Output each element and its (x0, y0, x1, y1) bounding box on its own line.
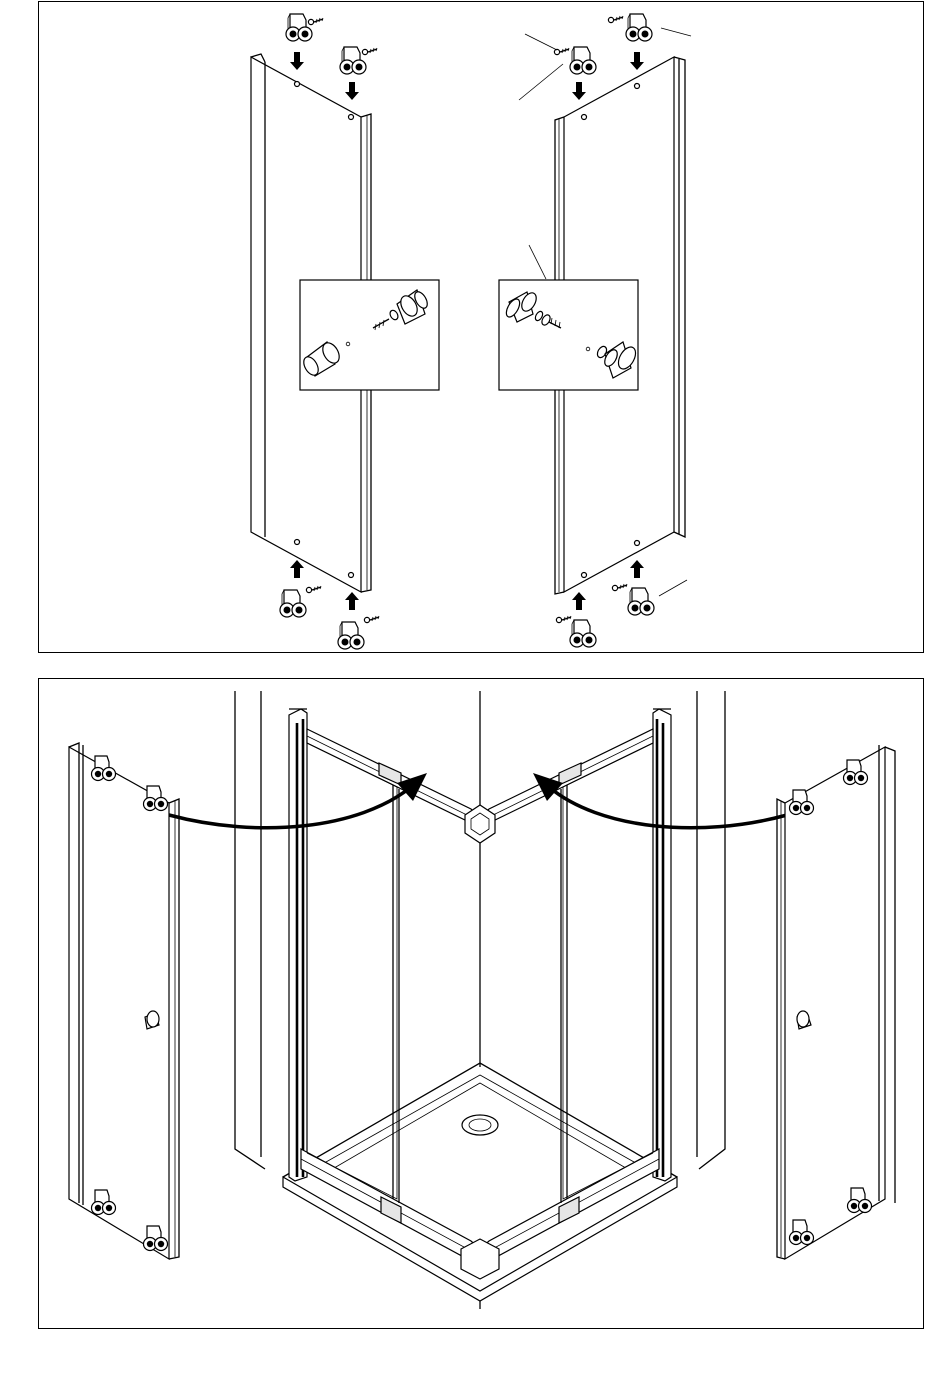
roller-icon (92, 756, 116, 781)
arrow-down-icon (345, 82, 359, 100)
roller-icon (144, 786, 168, 811)
arrow-up-icon (630, 560, 644, 578)
right-door-panel (777, 745, 895, 1259)
screw-icon (608, 16, 623, 23)
detail-view-left-knob (300, 280, 439, 390)
arrow-up-icon (572, 592, 586, 610)
top-panel-drawing (39, 2, 925, 654)
screw-icon (364, 616, 379, 623)
bottom-panel-installation-view (38, 678, 924, 1329)
roller-icon (570, 47, 596, 74)
screw-icon (306, 586, 321, 593)
bottom-panel-drawing (39, 679, 925, 1330)
roller-icon (570, 620, 596, 647)
screw-icon (556, 616, 571, 623)
arrow-up-icon (345, 592, 359, 610)
fixed-glass-left (307, 743, 399, 1203)
arrow-down-icon (290, 52, 304, 70)
detail-view-right-knob (499, 280, 639, 390)
fixed-glass-right (561, 743, 653, 1203)
screw-icon (308, 18, 323, 25)
bottom-rail (301, 1149, 659, 1279)
arrow-down-icon (572, 82, 586, 100)
screw-icon (612, 584, 627, 591)
roller-icon (626, 14, 652, 41)
arrow-up-icon (290, 560, 304, 578)
screw-icon (554, 48, 569, 55)
left-wall-profile (289, 709, 307, 1181)
left-door-panel (69, 743, 179, 1259)
roller-icon (286, 14, 312, 41)
arrow-down-icon (630, 52, 644, 70)
top-panel-assembly-view (38, 1, 924, 653)
roller-icon (338, 622, 364, 649)
walls (235, 691, 725, 1169)
roller-icon (280, 590, 306, 617)
screw-icon (362, 48, 377, 55)
right-wall-profile (653, 709, 671, 1181)
roller-icon (628, 588, 654, 615)
